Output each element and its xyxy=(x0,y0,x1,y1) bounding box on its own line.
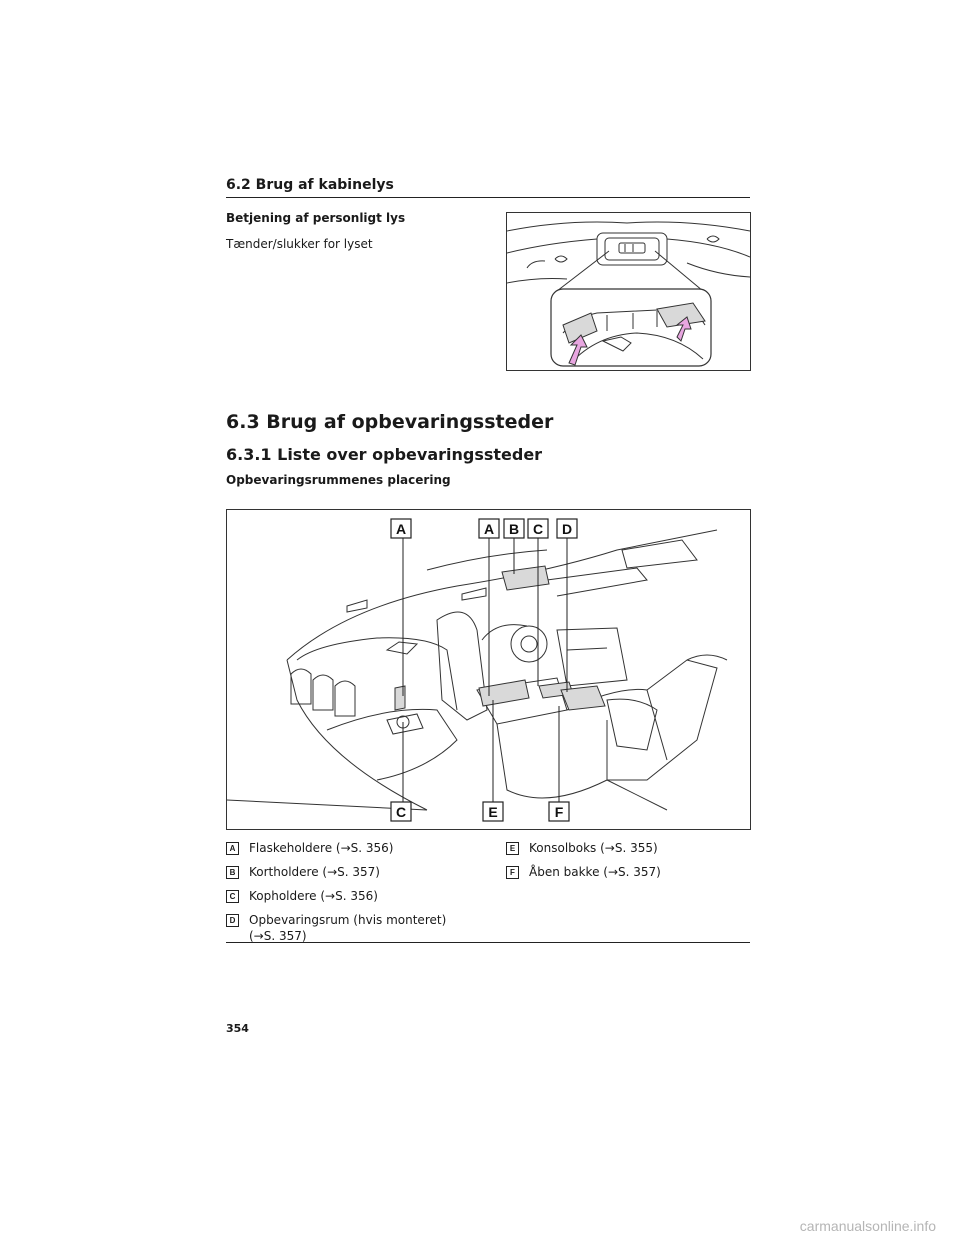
footer-rule xyxy=(226,942,750,943)
legend-badge: B xyxy=(226,866,239,879)
svg-text:F: F xyxy=(555,804,564,820)
personal-light-heading: Betjening af personligt lys xyxy=(226,211,406,225)
legend-text: Flaskeholdere (→S. 356) xyxy=(249,841,394,855)
svg-text:C: C xyxy=(396,804,406,820)
storage-title: 6.3 Brug af opbevaringssteder xyxy=(226,411,554,433)
svg-text:A: A xyxy=(396,521,406,537)
callout-c-bottom: C xyxy=(390,801,412,822)
personal-light-illustration xyxy=(507,221,750,367)
legend-left: A Flaskeholdere (→S. 356) B Kortholdere … xyxy=(226,840,488,952)
callout-f: F xyxy=(548,801,570,822)
legend-badge: F xyxy=(506,866,519,879)
svg-text:E: E xyxy=(488,804,497,820)
legend-text: Åben bakke (→S. 357) xyxy=(529,865,661,879)
legend-text: Kortholdere (→S. 357) xyxy=(249,865,380,879)
legend-right: E Konsolboks (→S. 355) F Åben bakke (→S.… xyxy=(506,840,750,888)
storage-locations-figure: A A B C D C E xyxy=(226,509,751,830)
personal-light-text: Tænder/slukker for lyset xyxy=(226,237,373,251)
legend-item-b: B Kortholdere (→S. 357) xyxy=(226,864,488,880)
legend-text: Opbevaringsrum (hvis monteret) (→S. 357) xyxy=(249,913,447,943)
svg-text:B: B xyxy=(509,521,519,537)
cabin-illustration: A A B C D C E xyxy=(227,518,728,822)
legend-item-d: D Opbevaringsrum (hvis monteret) (→S. 35… xyxy=(226,912,488,944)
callout-a-left: A xyxy=(390,518,412,539)
callout-c-top: C xyxy=(527,518,549,539)
legend-badge: A xyxy=(226,842,239,855)
svg-text:A: A xyxy=(484,521,494,537)
legend-text: Konsolboks (→S. 355) xyxy=(529,841,658,855)
legend-badge: E xyxy=(506,842,519,855)
callout-d: D xyxy=(556,518,578,539)
legend-item-f: F Åben bakke (→S. 357) xyxy=(506,864,750,880)
legend-item-e: E Konsolboks (→S. 355) xyxy=(506,840,750,856)
callout-a-top: A xyxy=(478,518,500,539)
storage-subtitle: 6.3.1 Liste over opbevaringssteder xyxy=(226,445,543,464)
section-header: 6.2 Brug af kabinelys xyxy=(226,177,394,193)
storage-heading: Opbevaringsrummenes placering xyxy=(226,473,451,487)
watermark: carmanualsonline.info xyxy=(799,1218,936,1234)
page-number: 354 xyxy=(226,1022,249,1035)
legend-item-a: A Flaskeholdere (→S. 356) xyxy=(226,840,488,856)
legend-item-c: C Kopholdere (→S. 356) xyxy=(226,888,488,904)
legend-badge: D xyxy=(226,914,239,927)
callout-e: E xyxy=(482,801,504,822)
header-rule xyxy=(226,197,750,198)
legend-text: Kopholdere (→S. 356) xyxy=(249,889,378,903)
svg-text:D: D xyxy=(562,521,572,537)
legend-badge: C xyxy=(226,890,239,903)
callout-b: B xyxy=(503,518,525,539)
svg-text:C: C xyxy=(533,521,543,537)
personal-light-figure xyxy=(506,212,751,371)
